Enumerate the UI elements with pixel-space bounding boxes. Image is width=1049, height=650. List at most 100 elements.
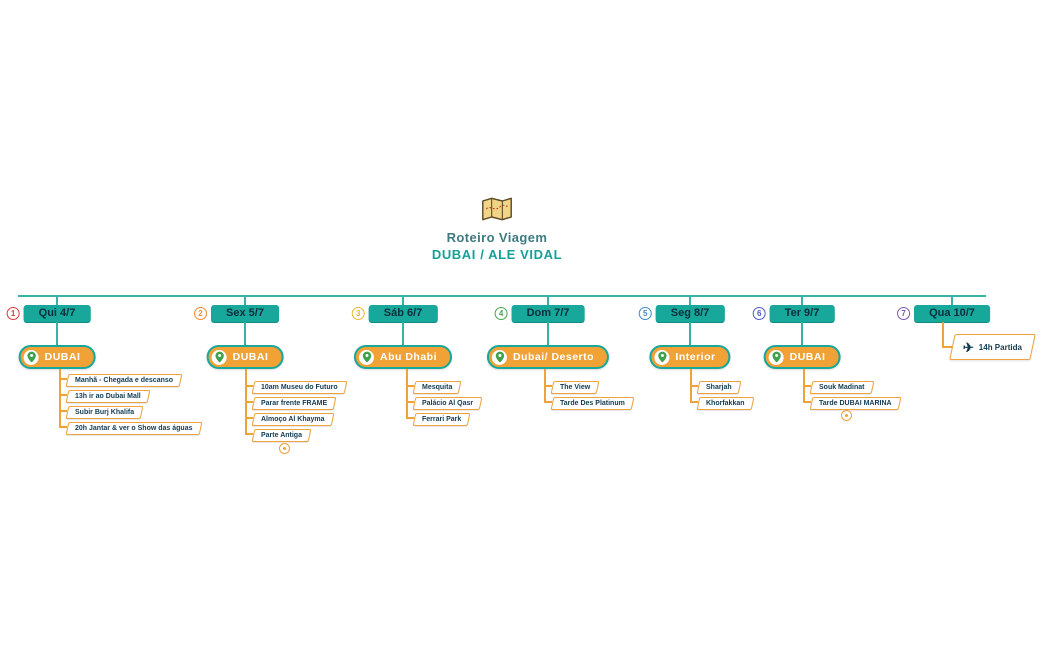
departure-label: 14h Partida: [978, 342, 1023, 352]
diagram-title: Roteiro Viagem: [446, 230, 548, 245]
itinerary-item-label: Ferrari Park: [422, 416, 462, 423]
day-number-badge: 7: [897, 307, 911, 320]
itinerary-item-label: Mesquita: [422, 384, 453, 391]
plane-icon: ✈: [963, 339, 974, 355]
itinerary-item-label: The View: [560, 384, 591, 391]
item-connector: [544, 385, 552, 387]
day-location-connector: [244, 322, 246, 345]
day-location-connector: [689, 322, 691, 345]
itinerary-item: Parte Antiga: [251, 429, 312, 442]
departure-connector: [942, 346, 954, 348]
day-number-badge: 5: [638, 307, 652, 320]
day-label-box: Seg 8/7 5: [638, 305, 725, 322]
timeline-connector: [244, 296, 246, 305]
itinerary-item-label: Manhã - Chegada e descanso: [75, 377, 174, 384]
itinerary-item-label: Khorfakkan: [706, 400, 745, 407]
day-location-connector: [402, 322, 404, 345]
location-pill: DUBAI: [18, 345, 96, 369]
item-connector: [59, 378, 67, 380]
timeline-connector: [801, 296, 803, 305]
itinerary-item: Sharjah: [696, 381, 742, 394]
departure-connector: [942, 322, 944, 348]
item-connector: [544, 401, 552, 403]
day-label: Ter 9/7: [784, 307, 820, 319]
timeline-connector: [951, 296, 953, 305]
location-pin-icon: [359, 349, 374, 365]
itinerary-item-label: Tarde DUBAI MARINA: [819, 400, 892, 407]
itinerary-item: 10am Museu do Futuro: [251, 381, 348, 394]
itinerary-item-label: Tarde Des Platinum: [560, 400, 625, 407]
item-connector: [59, 410, 67, 412]
item-connector: [803, 401, 811, 403]
location-label: DUBAI: [44, 351, 81, 363]
location-label: Abu Dhabi: [380, 351, 437, 363]
day-label-box: Sáb 6/7 3: [351, 305, 438, 322]
itinerary-item: Mesquita: [412, 381, 462, 394]
location-label: Dubai/ Deserto: [512, 351, 595, 363]
timeline-line: [18, 295, 986, 297]
item-connector: [245, 433, 253, 435]
timeline-connector: [402, 296, 404, 305]
location-pin-icon: [23, 349, 39, 365]
itinerary-item: 20h Jantar & ver o Show das águas: [65, 422, 202, 435]
day-label-box: Qui 4/7 1: [6, 305, 91, 322]
itinerary-item-label: 13h ir ao Dubai Mall: [75, 393, 141, 400]
itinerary-item: Tarde Des Platinum: [550, 397, 635, 410]
items-connector: [406, 369, 408, 418]
extra-marker-icon: [279, 443, 290, 454]
itinerary-item-label: 10am Museu do Futuro: [261, 384, 338, 391]
itinerary-item: Ferrari Park: [412, 413, 471, 426]
item-connector: [245, 417, 253, 419]
day-label: Sáb 6/7: [383, 307, 423, 319]
itinerary-item-label: Sharjah: [706, 384, 732, 391]
itinerary-item-label: Almoço Al Khayma: [261, 416, 325, 423]
itinerary-item-label: Parar frente FRAME: [261, 400, 328, 407]
item-connector: [406, 401, 414, 403]
day-number-badge: 4: [494, 307, 508, 320]
folded-map-icon: [481, 196, 513, 227]
day-number-badge: 6: [752, 307, 766, 320]
day-location-connector: [547, 322, 549, 345]
location-label: DUBAI: [232, 351, 269, 363]
extra-marker-icon: [841, 410, 852, 421]
timeline-connector: [547, 296, 549, 305]
location-pill: Abu Dhabi: [354, 345, 452, 369]
day-label: Seg 8/7: [670, 307, 710, 319]
itinerary-item-label: Palácio Al Qasr: [422, 400, 474, 407]
itinerary-item: Tarde DUBAI MARINA: [809, 397, 901, 410]
day-label-box: Qua 10/7 7: [897, 305, 990, 322]
items-connector: [59, 369, 61, 427]
location-pin-icon: [211, 349, 227, 365]
location-label: Interior: [675, 351, 716, 363]
timeline-connector: [56, 296, 58, 305]
itinerary-item: 13h ir ao Dubai Mall: [65, 390, 151, 403]
itinerary-item-label: 20h Jantar & ver o Show das águas: [75, 425, 193, 432]
location-pin-icon: [768, 349, 784, 365]
itinerary-item: Subir Burj Khalifa: [65, 406, 144, 419]
item-connector: [690, 385, 698, 387]
location-pill: DUBAI: [763, 345, 841, 369]
day-label: Qui 4/7: [38, 307, 76, 319]
day-number-badge: 3: [351, 307, 365, 320]
day-location-connector: [56, 322, 58, 345]
itinerary-item-label: Parte Antiga: [261, 432, 302, 439]
itinerary-item: Almoço Al Khayma: [251, 413, 334, 426]
item-connector: [59, 426, 67, 428]
item-connector: [245, 385, 253, 387]
day-location-connector: [801, 322, 803, 345]
itinerary-item-label: Subir Burj Khalifa: [75, 409, 135, 416]
itinerary-item: Souk Madinat: [809, 381, 874, 394]
day-number-badge: 1: [6, 307, 20, 320]
diagram-subtitle: DUBAI / ALE VIDAL: [431, 247, 563, 262]
day-label: Qua 10/7: [929, 307, 975, 319]
itinerary-item: The View: [550, 381, 600, 394]
day-label-box: Ter 9/7 6: [752, 305, 835, 322]
itinerary-item: Palácio Al Qasr: [412, 397, 483, 410]
location-pin-icon: [491, 349, 507, 365]
item-connector: [406, 385, 414, 387]
timeline-connector: [689, 296, 691, 305]
location-pin-icon: [654, 349, 670, 365]
